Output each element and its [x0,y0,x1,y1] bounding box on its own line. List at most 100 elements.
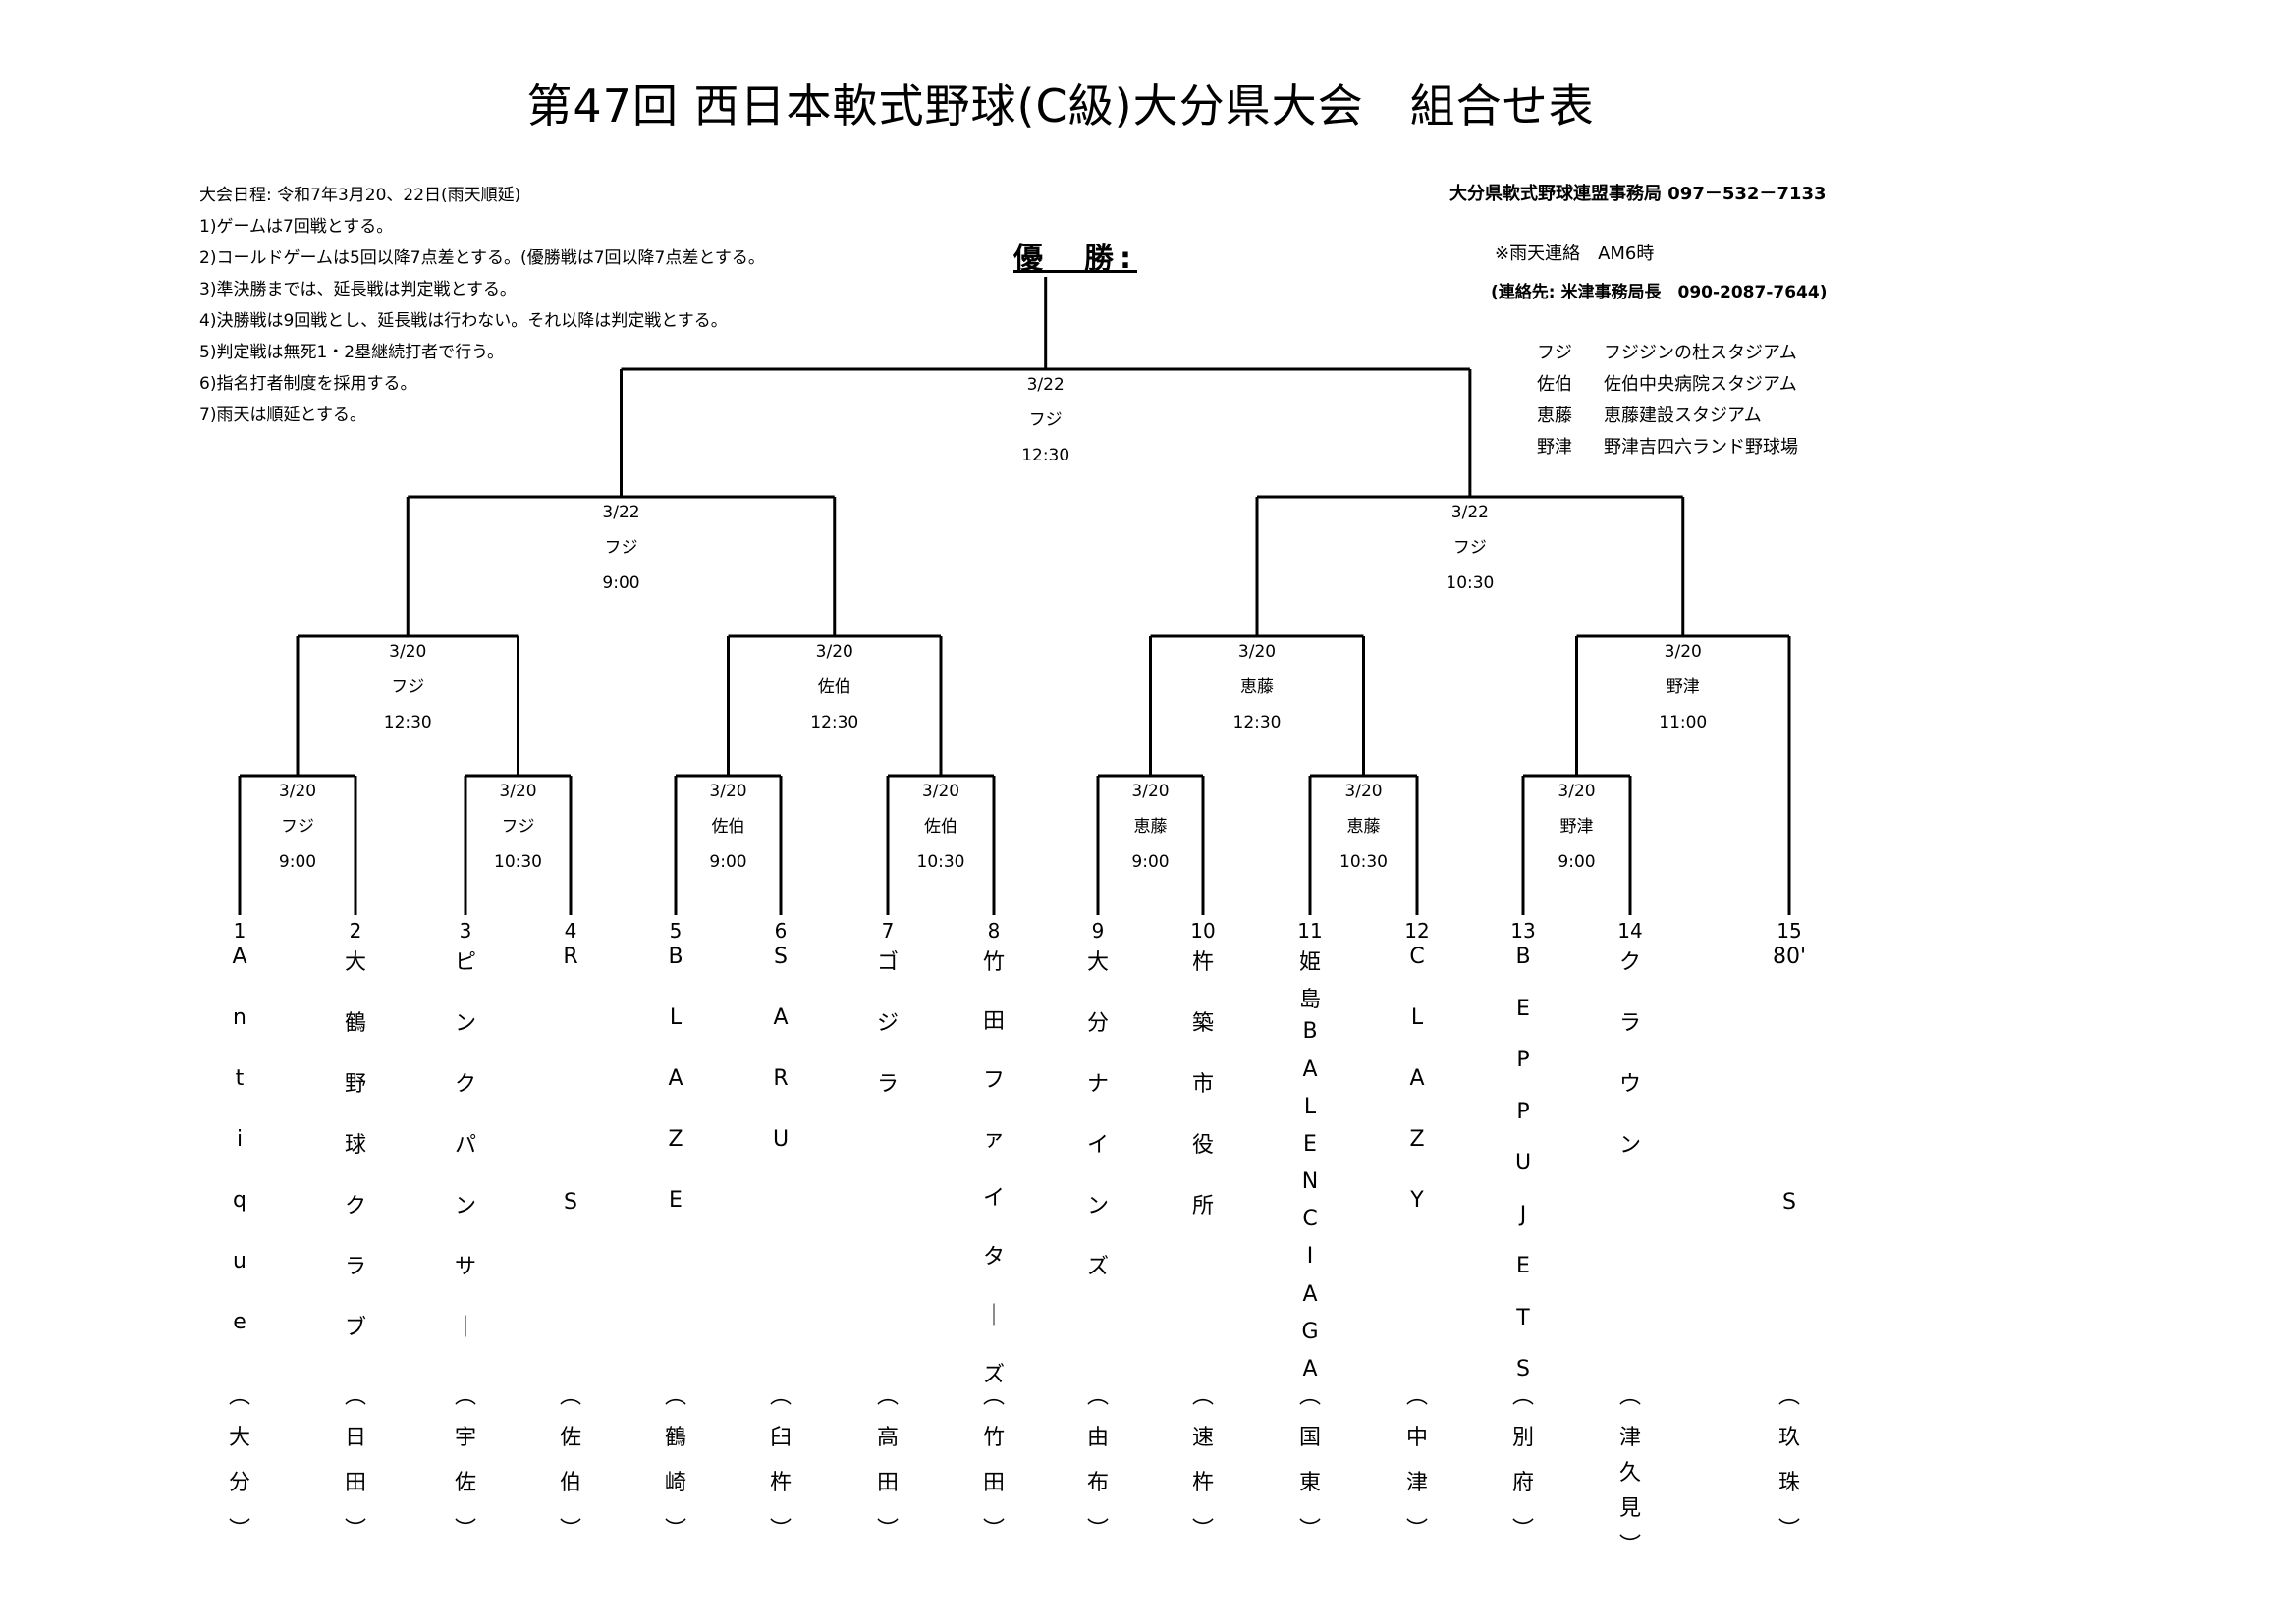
team-name-char: 球 [344,1133,366,1158]
team-name-char: E [1303,1131,1317,1157]
team-name-char: ゴ [876,950,899,975]
team-name-char: L [1303,1094,1317,1119]
team-name-char: ︶ [769,1518,792,1543]
team-name-char: 分 [1086,1011,1109,1036]
match-time: 10:30 [494,852,542,872]
team-name-char: サ [454,1255,476,1279]
team-name-char: 築 [1191,1011,1214,1036]
venue-abbr: フジ [1537,343,1572,363]
team-name-char: ン [1618,1133,1641,1158]
team-name-char: ︶ [1298,1518,1321,1543]
match-venue: 恵藤 [1346,817,1381,837]
team-name-char: ン [454,1011,476,1036]
team-name-char: ︵ [454,1384,476,1409]
match-date: 3/20 [1664,642,1702,662]
team-name-char: U [1514,1151,1532,1175]
match-time: 9:00 [709,852,747,872]
team-name-char: 中 [1405,1426,1428,1450]
team-name-char: 大 [1086,950,1109,975]
team-name-char: フ [982,1068,1005,1093]
team-name-char: S [1516,1357,1530,1381]
team-name-char: ︶ [664,1518,686,1543]
match-venue: 野津 [1559,817,1594,837]
team-name-char: 速 [1191,1426,1214,1450]
team-name-char: ｜ [982,1304,1005,1328]
team-name-char: 臼 [769,1426,792,1450]
team-name-char: A [1302,1056,1318,1082]
team-name-char: ン [1086,1194,1109,1218]
team-name-char: ︵ [228,1384,250,1409]
team-name-char: ︶ [1405,1518,1428,1543]
team-number: 15 [1777,919,1802,943]
team-name-char: ズ [1086,1255,1109,1279]
team-name-char: B [668,945,683,969]
team-name-char: 珠 [1777,1471,1800,1495]
match-date: 3/20 [1131,782,1170,801]
team-name-char: i [236,1127,244,1152]
team-name-char: 姫 [1298,950,1321,975]
team-name-char: N [1301,1169,1319,1195]
team-name-char: ラ [876,1072,899,1097]
office-contact: 大分県軟式野球連盟事務局 097－532－7133 [1449,184,1827,204]
team-name-char: 田 [982,1009,1005,1034]
team-number: 8 [987,919,1001,943]
team-name-char: 80' [1772,945,1807,969]
match-venue: 恵藤 [1133,817,1168,837]
team-name-char: ク [1618,950,1641,975]
team-name-char: ︶ [559,1518,581,1543]
rule-item: 1)ゲームは7回戦とする。 [199,217,394,237]
team-name-char: n [233,1005,246,1030]
team-name-char: ク [454,1072,476,1097]
team-name-char: Z [1409,1127,1425,1152]
team-name-char: ︶ [454,1518,476,1543]
match-date: 3/20 [499,782,537,801]
venue-row: 恵藤恵藤建設スタジアム [1537,401,1798,432]
team-name-char: Z [668,1127,683,1152]
team-name-char: ブ [344,1316,366,1340]
team-name-char: J [1519,1202,1527,1227]
match-time: 10:30 [1446,573,1495,593]
team-name-char: 大 [228,1426,250,1450]
team-name-char: ︶ [1511,1518,1534,1543]
team-name-char: 東 [1298,1471,1321,1495]
team-name-char: e [233,1310,246,1334]
match-venue: フジ [281,817,314,837]
team-name-char: R [563,945,578,969]
venue-name: 佐伯中央病院スタジアム [1604,374,1797,395]
team-number: 2 [349,919,362,943]
venue-row: 野津野津吉四六ランド野球場 [1537,432,1798,463]
venue-legend: フジフジジンの杜スタジアム 佐伯佐伯中央病院スタジアム 恵藤恵藤建設スタジアム … [1537,338,1798,463]
team-name-char: A [773,1005,789,1030]
match-time: 12:30 [1232,713,1282,732]
venue-abbr: 恵藤 [1537,406,1572,426]
team-name-char: ︵ [1298,1384,1321,1409]
team-name-char: ク [344,1194,366,1218]
match-date: 3/20 [389,642,427,662]
team-name-char: 所 [1191,1194,1214,1218]
team-name-char: ︵ [1618,1384,1641,1409]
team-name-char: ︵ [1405,1384,1428,1409]
match-venue: 佐伯 [924,817,957,837]
team-name-char: 島 [1298,988,1321,1013]
match-time: 10:30 [1339,852,1388,872]
match-venue: 佐伯 [711,817,745,837]
team-name-char: ︵ [1511,1384,1534,1409]
team-number: 14 [1617,919,1643,943]
team-name-char: A [1302,1357,1318,1381]
team-number: 1 [233,919,246,943]
venue-abbr: 佐伯 [1537,374,1572,395]
team-name-char: ︵ [1086,1384,1109,1409]
team-name-char: B [1515,945,1531,969]
team-name-char: ︵ [559,1384,581,1409]
team-name-char: ウ [1618,1072,1641,1097]
team-name-char: 宇 [454,1426,476,1450]
team-name-char: A [1302,1281,1318,1307]
team-name-char: u [233,1249,246,1273]
team-number: 4 [564,919,577,943]
venue-row: フジフジジンの杜スタジアム [1537,338,1798,369]
